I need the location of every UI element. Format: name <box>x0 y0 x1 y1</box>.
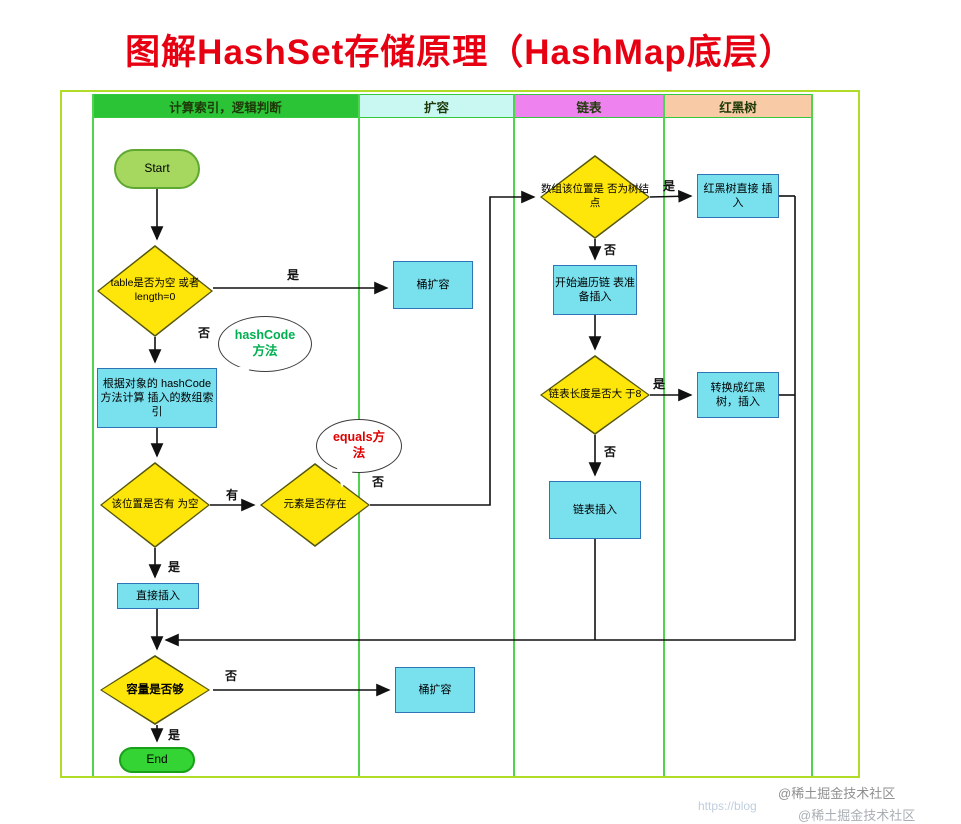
lane-header-rbtree: 红黑树 <box>664 94 812 118</box>
label-slot-yes: 是 <box>168 560 181 574</box>
lane-divider <box>811 94 813 776</box>
label-capacity-yes: 是 <box>168 728 181 742</box>
table-empty-decision: table是否为空 或者length=0 <box>97 245 213 337</box>
slot-empty-decision: 该位置是否有 为空 <box>100 462 210 548</box>
label-exists-no: 否 <box>372 475 385 489</box>
hashcode-callout-text: hashCode 方法 <box>234 328 296 358</box>
tree-node-decision: 数组该位置是 否为树结点 <box>540 155 650 239</box>
label-tree-no: 否 <box>604 243 617 257</box>
lane-divider <box>663 94 665 776</box>
page-title: 图解HashSet存储原理（HashMap底层） <box>125 33 795 72</box>
label-length-no: 否 <box>604 445 617 459</box>
direct-insert-process: 直接插入 <box>117 583 199 609</box>
bucket-expand-bottom-process: 桶扩容 <box>395 667 475 713</box>
start-node: Start <box>114 149 200 189</box>
label-length-yes: 是 <box>653 377 666 391</box>
convert-rbtree-process: 转换成红黑 树，插入 <box>697 372 779 418</box>
watermark-url: https://blog <box>698 799 757 813</box>
element-exists-decision: 元素是否存在 <box>260 463 370 547</box>
equals-callout-text: equals方 法 <box>332 430 386 460</box>
label-slot-has: 有 <box>226 488 239 502</box>
label-table-no: 否 <box>198 326 211 340</box>
lane-header-expand: 扩容 <box>359 94 514 118</box>
watermark-badge-1: @稀土掘金技术社区 <box>778 786 896 801</box>
watermark-badge-2: @稀土掘金技术社区 <box>798 808 916 823</box>
lane-header-index-logic: 计算索引，逻辑判断 <box>92 94 359 118</box>
label-tree-yes: 是 <box>663 179 676 193</box>
rbtree-insert-process: 红黑树直接 插入 <box>697 174 779 218</box>
list-insert-process: 链表插入 <box>549 481 641 539</box>
bucket-expand-top-process: 桶扩容 <box>393 261 473 309</box>
lane-divider <box>92 94 94 776</box>
lane-header-linkedlist: 链表 <box>514 94 664 118</box>
capacity-decision: 容量是否够 <box>100 655 210 725</box>
label-capacity-no: 否 <box>225 669 238 683</box>
label-table-yes: 是 <box>287 268 300 282</box>
traverse-list-process: 开始遍历链 表准备插入 <box>553 265 637 315</box>
lane-divider <box>513 94 515 776</box>
list-length-decision: 链表长度是否大 于8 <box>540 355 650 435</box>
calc-index-process: 根据对象的 hashCode方法计算 插入的数组索引 <box>97 368 217 428</box>
hashcode-callout: hashCode 方法 <box>218 316 312 387</box>
end-node: End <box>119 747 195 773</box>
equals-callout: equals方 法 <box>316 419 402 488</box>
